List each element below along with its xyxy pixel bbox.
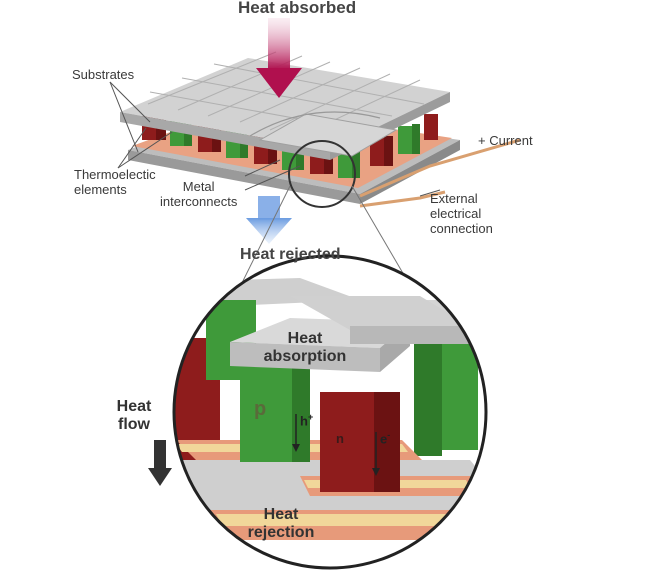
substrates-label: Substrates (72, 67, 135, 82)
heat-rejected-arrow (246, 196, 292, 244)
thermoelectic-elements-label: Thermoelectic elements (74, 167, 156, 197)
metal-interconnects-label: Metal interconnects (160, 179, 238, 209)
callout-lines (109, 81, 441, 197)
n-type-leg (320, 392, 374, 492)
electron-label: e- (380, 430, 391, 447)
p-type-leg (240, 362, 292, 462)
hole-label: h+ (300, 412, 314, 429)
heat-rejected-label: Heat rejected (240, 246, 341, 263)
heat-rejection-label: Heat rejection (247, 506, 315, 542)
heat-flow-label: Heat flow (116, 398, 152, 434)
negative-lead (359, 190, 446, 208)
positive-lead (359, 138, 521, 198)
external-connection-label: External electrical connection (430, 191, 493, 236)
n-leg (370, 138, 384, 166)
p-leg (338, 150, 352, 178)
heat-absorbed-label: Heat absorbed (238, 0, 357, 17)
heat-flow-arrow (154, 440, 166, 470)
p-leg (398, 126, 412, 154)
inset-border (172, 254, 488, 570)
thermoelectric-module (120, 51, 521, 208)
zoomed-inset (148, 254, 488, 570)
heat-absorbed-arrow (256, 18, 302, 98)
current-label: + Current (478, 133, 533, 148)
heat-absorption-label: Heat absorption (263, 330, 347, 366)
n-leg (424, 114, 438, 140)
p-type-label: p (254, 398, 267, 420)
n-type-label: n (336, 431, 344, 446)
magnifier-circle (288, 140, 356, 208)
